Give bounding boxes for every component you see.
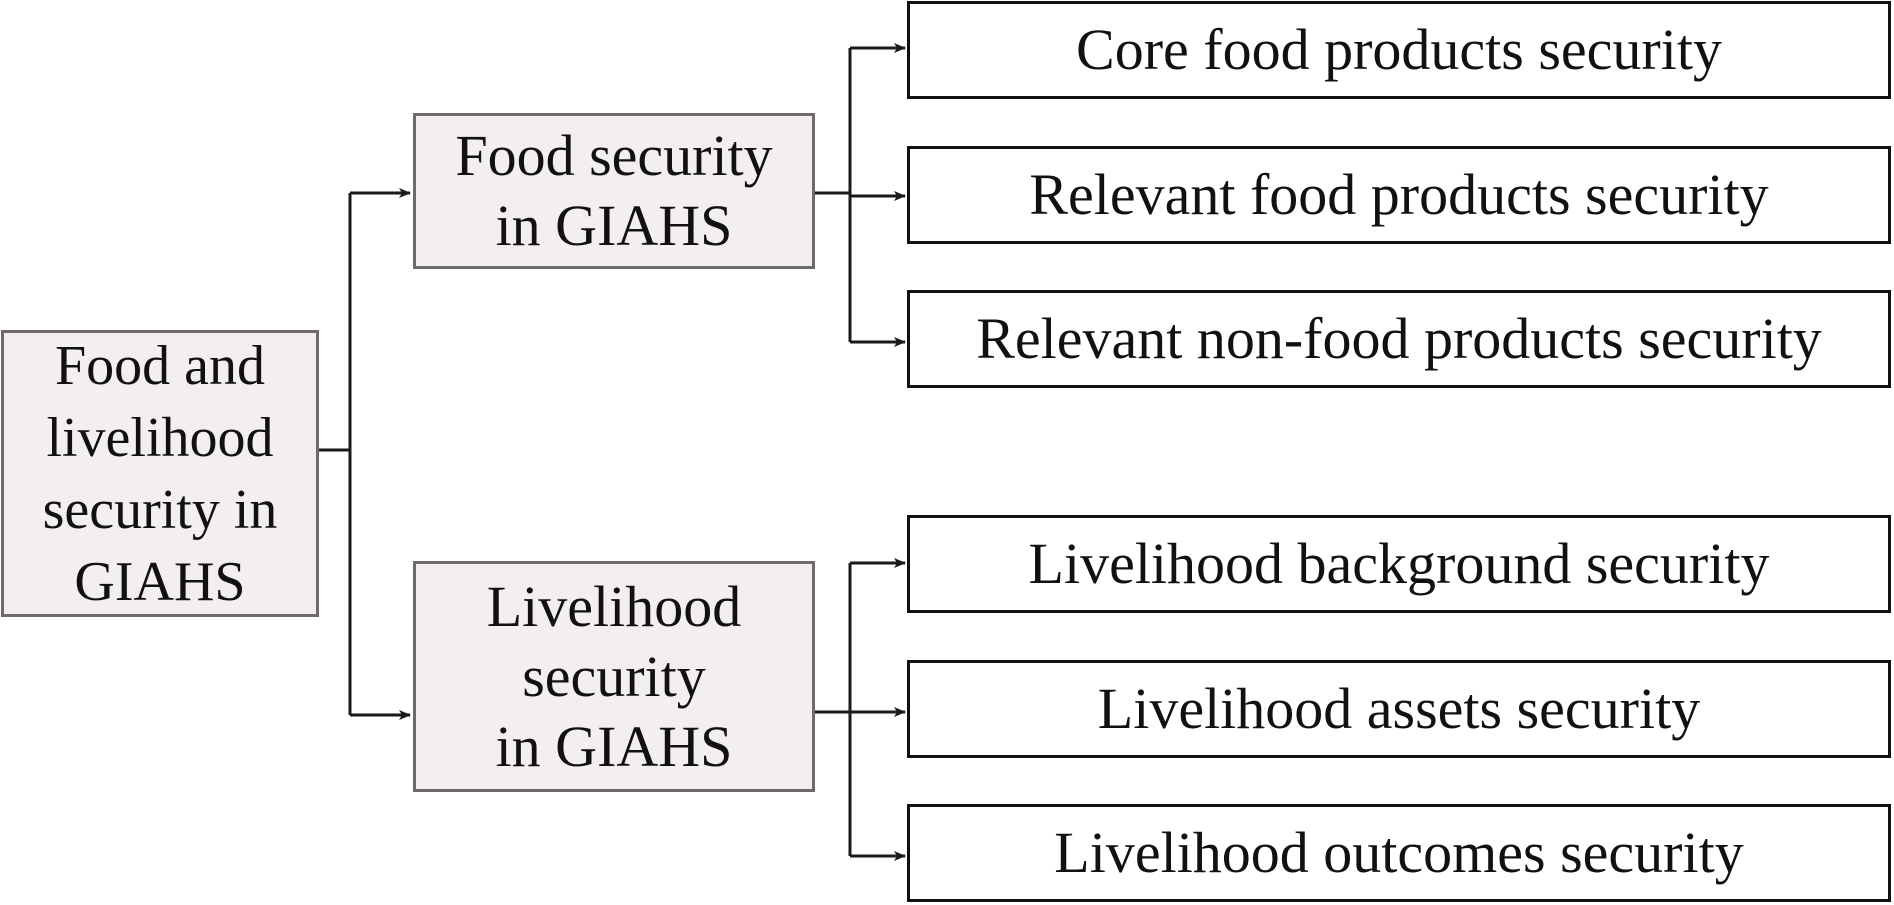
livelihood-security-node: Livelihood security in GIAHS — [413, 561, 815, 792]
relevant-non-food-products-node: Relevant non-food products security — [907, 290, 1891, 388]
core-food-products-node: Core food products security — [907, 1, 1891, 99]
root-node: Food and livelihood security in GIAHS — [1, 330, 319, 617]
livelihood-outcomes-node: Livelihood outcomes security — [907, 804, 1891, 902]
livelihood-background-label: Livelihood background security — [1028, 531, 1770, 596]
livelihood-assets-label: Livelihood assets security — [1097, 676, 1701, 741]
livelihood-security-node-label: Livelihood security in GIAHS — [486, 573, 742, 779]
core-food-products-label: Core food products security — [1076, 17, 1722, 82]
livelihood-assets-node: Livelihood assets security — [907, 660, 1891, 758]
relevant-food-products-label: Relevant food products security — [1029, 162, 1769, 227]
relevant-food-products-node: Relevant food products security — [907, 146, 1891, 244]
root-node-label: Food and livelihood security in GIAHS — [42, 334, 278, 613]
food-security-node: Food security in GIAHS — [413, 113, 815, 269]
relevant-non-food-products-label: Relevant non-food products security — [976, 306, 1822, 371]
livelihood-background-node: Livelihood background security — [907, 515, 1891, 613]
livelihood-outcomes-label: Livelihood outcomes security — [1054, 820, 1744, 885]
food-security-node-label: Food security in GIAHS — [455, 123, 773, 258]
